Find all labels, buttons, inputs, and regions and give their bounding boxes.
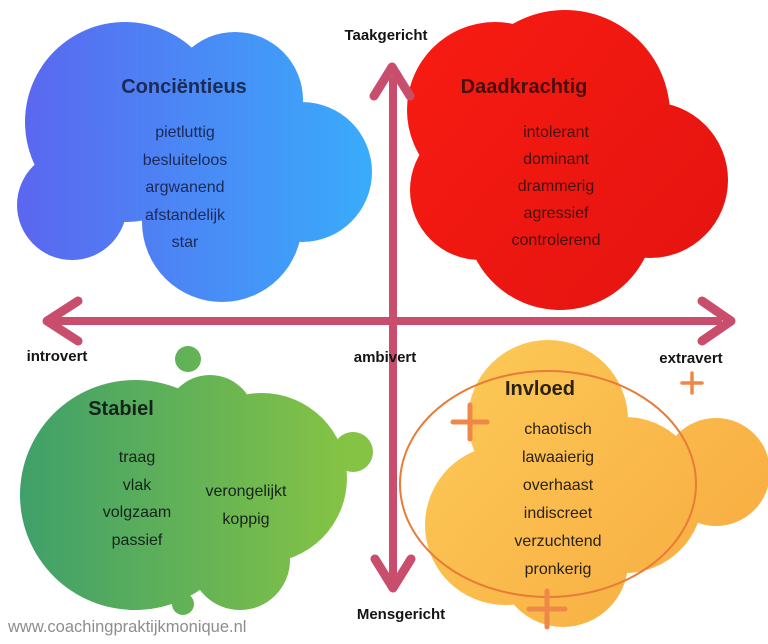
trait-list-daadkrachtig: intolerant dominant drammerig agressief … [512, 119, 601, 254]
arrowhead-up-icon [369, 62, 415, 101]
trait: besluiteloos [142, 151, 228, 169]
axis-label-taakgericht: Taakgericht [344, 27, 428, 44]
axis-label-extravert: extravert [659, 350, 723, 367]
blob-conscientieus [17, 22, 372, 302]
trait: agressief [523, 205, 589, 222]
trait: star [171, 234, 199, 251]
green-dot-top [175, 346, 201, 372]
axes [42, 62, 736, 593]
trait: afstandelijk [144, 206, 226, 224]
arrowhead-down-icon [370, 554, 416, 593]
trait: overhaast [522, 477, 594, 494]
trait: drammerig [517, 178, 595, 195]
arrowhead-left-icon [42, 296, 83, 346]
arrowhead-right-icon [697, 296, 736, 346]
trait: intolerant [523, 124, 589, 141]
trait-list-stabiel-left: traag vlak volgzaam passief [103, 444, 171, 554]
green-dot-bottom [172, 593, 194, 615]
trait: volgzaam [102, 504, 172, 521]
axis-label-mensgericht: Mensgericht [356, 606, 446, 623]
blob-invloed [425, 340, 768, 627]
trait: koppig [222, 510, 270, 528]
trait: verongelijkt [205, 483, 287, 500]
trait: controlerend [511, 232, 601, 249]
trait: pietluttig [155, 124, 215, 141]
plus-icon [680, 371, 704, 395]
axis-label-introvert: introvert [26, 348, 88, 365]
quadrant-title-stabiel: Stabiel [88, 398, 154, 420]
trait: chaotisch [524, 421, 592, 438]
trait-list-stabiel-right: verongelijkt koppig [206, 478, 287, 533]
plus-icon [450, 402, 490, 442]
trait-list-conscientieus: pietluttig besluiteloos argwanend afstan… [143, 119, 228, 257]
plus-icon [526, 588, 568, 630]
blob-daadkrachtig [407, 10, 728, 310]
trait: lawaaierig [521, 449, 595, 466]
trait: dominant [523, 151, 589, 168]
trait: argwanend [145, 179, 225, 196]
trait-list-invloed: chaotisch lawaaierig overhaast indiscree… [514, 416, 601, 584]
trait: indiscreet [523, 505, 593, 522]
website-url: www.coachingpraktijkmonique.nl [8, 618, 247, 636]
blob-stabiel [20, 346, 373, 615]
quadrant-title-conscientieus: Conciëntieus [121, 76, 247, 98]
trait: pronkerig [524, 561, 592, 578]
quadrant-title-invloed: Invloed [504, 378, 576, 400]
trait: verzuchtend [514, 533, 602, 550]
trait: traag [118, 449, 156, 466]
axis-label-ambivert: ambivert [353, 349, 417, 366]
trait: passief [111, 531, 163, 549]
green-dot-right [333, 432, 373, 472]
quadrant-title-daadkrachtig: Daadkrachtig [460, 76, 588, 98]
trait: vlak [122, 476, 152, 494]
